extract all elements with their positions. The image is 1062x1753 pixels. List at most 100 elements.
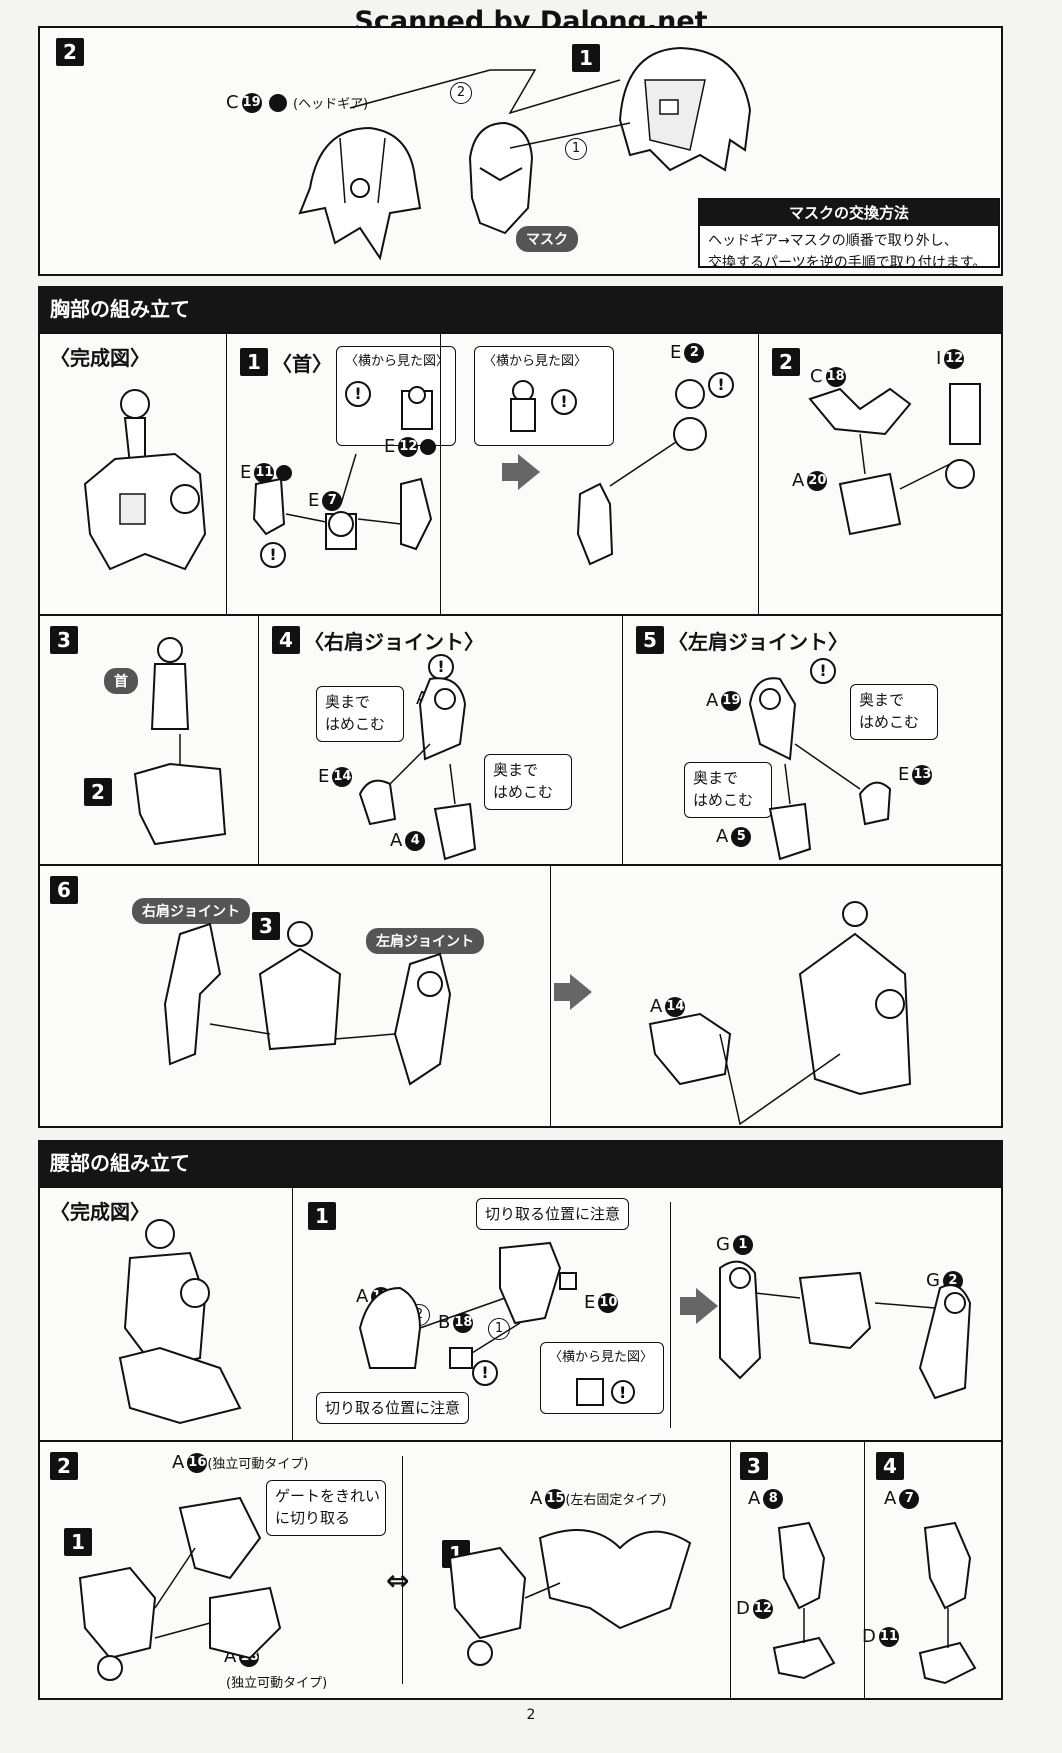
row1-hline [40, 614, 1001, 616]
waist-step4-number: 4 [876, 1452, 904, 1480]
neck-pill: 首 [104, 668, 138, 694]
note-title: マスクの交換方法 [700, 200, 998, 226]
waist-step4-drawing [918, 1521, 977, 1685]
side-view-callout-2: 〈横から見た図〉 ! [474, 346, 614, 446]
order-1-marker: 1 [565, 138, 587, 160]
waist-step1-number: 1 [308, 1202, 336, 1230]
headgear-drawing [298, 126, 422, 261]
sub-step-1: 1 [572, 44, 600, 72]
mask-swap-note: マスクの交換方法 ヘッドギア→マスクの順番で取り外し、 交換するパーツを逆の手順… [698, 198, 1000, 271]
chest-step5-number: 5 [636, 626, 664, 654]
waist-step2-left-drawing [78, 1496, 282, 1681]
chest-step5-title: 〈左肩ジョイント〉 [668, 630, 848, 654]
waist-step3-drawing [772, 1521, 836, 1680]
waist-assembly-panel: 〈完成図〉 1 切り取る位置に注意 切り取る位置に注意 A13 B18 E10 … [38, 1186, 1003, 1700]
chest-step4-title: 〈右肩ジョイント〉 [304, 630, 484, 654]
neck-ball-side-view [510, 380, 536, 432]
waist-step2-right-drawing [448, 1529, 692, 1666]
chest-step4-number: 4 [272, 626, 300, 654]
waist-divider-c [402, 1456, 403, 1684]
waist-side-view: ! [576, 1378, 635, 1406]
caution-icon: ! [260, 542, 286, 568]
caution-icon: ! [551, 389, 577, 415]
waist-section-header: 腰部の組み立て [38, 1140, 1003, 1186]
waist-complete-title: 〈完成図〉 [50, 1200, 150, 1224]
gate-trim-note: ゲートをきれいに切り取る [266, 1480, 386, 1536]
chest-section-header: 胸部の組み立て [38, 286, 1003, 332]
row1-divider-a [226, 334, 227, 614]
push-in-callout-1: 奥まではめこむ [316, 686, 404, 742]
chest-step3-drawing [133, 637, 227, 846]
chest-step2-number: 2 [772, 348, 800, 376]
chest-complete-drawing [83, 389, 207, 571]
chest-step3-number: 3 [50, 626, 78, 654]
push-in-callout-3: 奥まではめこむ [850, 684, 938, 740]
row2-divider-b [622, 614, 623, 864]
chest-step2-drawing [808, 383, 981, 536]
left-joint-pill: 左肩ジョイント [366, 928, 484, 954]
chest-step6-sub: 3 [252, 912, 280, 940]
waist-divider-d [730, 1440, 731, 1698]
waist-step2-number: 2 [50, 1452, 78, 1480]
waist-step1-drawing [358, 1241, 577, 1369]
waist-step1-result-drawing [719, 1260, 972, 1400]
chest-step6-number: 6 [50, 876, 78, 904]
cut-position-note-2: 切り取る位置に注意 [316, 1392, 470, 1424]
caution-icon: ! [472, 1360, 498, 1386]
waist-step2-sub1: 1 [64, 1528, 92, 1556]
row3-divider [550, 864, 551, 1126]
right-joint-pill: 右肩ジョイント [132, 898, 250, 924]
leader-lines [349, 69, 631, 149]
caution-icon: ! [708, 372, 734, 398]
waist-divider-b [670, 1202, 671, 1428]
side-view-callout-3: 〈横から見た図〉 ! [540, 1342, 664, 1414]
neck-parts-drawing [252, 453, 433, 551]
chest-step1-number: 1 [240, 348, 268, 376]
row2-hline [40, 864, 1001, 866]
page-number: 2 [526, 1707, 536, 1723]
right-shoulder-drawing [358, 677, 477, 861]
left-shoulder-drawing [748, 677, 892, 861]
cut-icon [276, 465, 293, 481]
assembled-head-drawing [618, 46, 752, 172]
cut-icon [269, 94, 288, 112]
neck-side-view [401, 386, 433, 430]
caution-icon: ! [345, 381, 371, 407]
cut-icon [420, 439, 437, 455]
order-2-marker: 2 [450, 82, 472, 104]
swap-arrow: ⇔ [386, 1564, 410, 1597]
row2-divider-a [258, 614, 259, 864]
waist-divider-e [864, 1440, 865, 1698]
cut-position-note-1: 切り取る位置に注意 [476, 1198, 630, 1230]
chest-step6-drawing [163, 921, 452, 1086]
row1-divider-b [758, 334, 759, 614]
step-number: 2 [56, 38, 84, 66]
mask-drawing [468, 121, 534, 235]
caution-icon: ! [810, 658, 836, 684]
